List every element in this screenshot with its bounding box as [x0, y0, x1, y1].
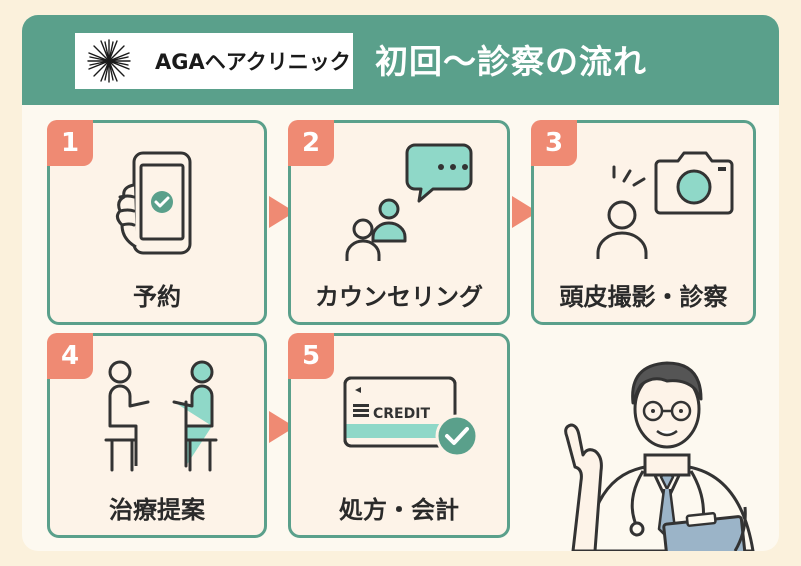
camera-person-icon [596, 151, 734, 259]
logo-text: AGAヘアクリニック [155, 50, 351, 74]
flow-infographic: AGAヘアクリニック 初回〜診察の流れ 1 予約 2 カウンセリン [22, 15, 779, 551]
step-card-5: 5 CREDIT 処方・会計 [288, 333, 510, 538]
step-card-4: 4 治療提案 [47, 333, 267, 538]
step-label: 予約 [133, 283, 181, 311]
counseling-icon [345, 143, 473, 261]
consultation-seated-icon [104, 360, 218, 472]
step-number-badge: 2 [288, 120, 334, 166]
credit-card-text: CREDIT [373, 406, 430, 422]
step-label: カウンセリング [315, 283, 483, 311]
step-label: 処方・会計 [339, 496, 459, 524]
page-title: 初回〜診察の流れ [375, 42, 647, 81]
step-card-3: 3 頭皮撮影・診察 [531, 120, 756, 325]
step-number-badge: 5 [288, 333, 334, 379]
step-label: 頭皮撮影・診察 [559, 283, 728, 311]
step-label: 治療提案 [109, 496, 205, 524]
starburst-icon [87, 39, 131, 83]
doctor-illustration [564, 361, 755, 551]
header-bar: AGAヘアクリニック 初回〜診察の流れ [22, 15, 779, 105]
step-number-badge: 3 [531, 120, 577, 166]
step-card-2: 2 カウンセリング [288, 120, 510, 325]
smartphone-check-icon [115, 151, 192, 255]
credit-card-icon [343, 376, 479, 458]
step-card-1: 1 予約 [47, 120, 267, 325]
step-number-badge: 4 [47, 333, 93, 379]
step-number-badge: 1 [47, 120, 93, 166]
clinic-logo: AGAヘアクリニック [75, 33, 353, 89]
